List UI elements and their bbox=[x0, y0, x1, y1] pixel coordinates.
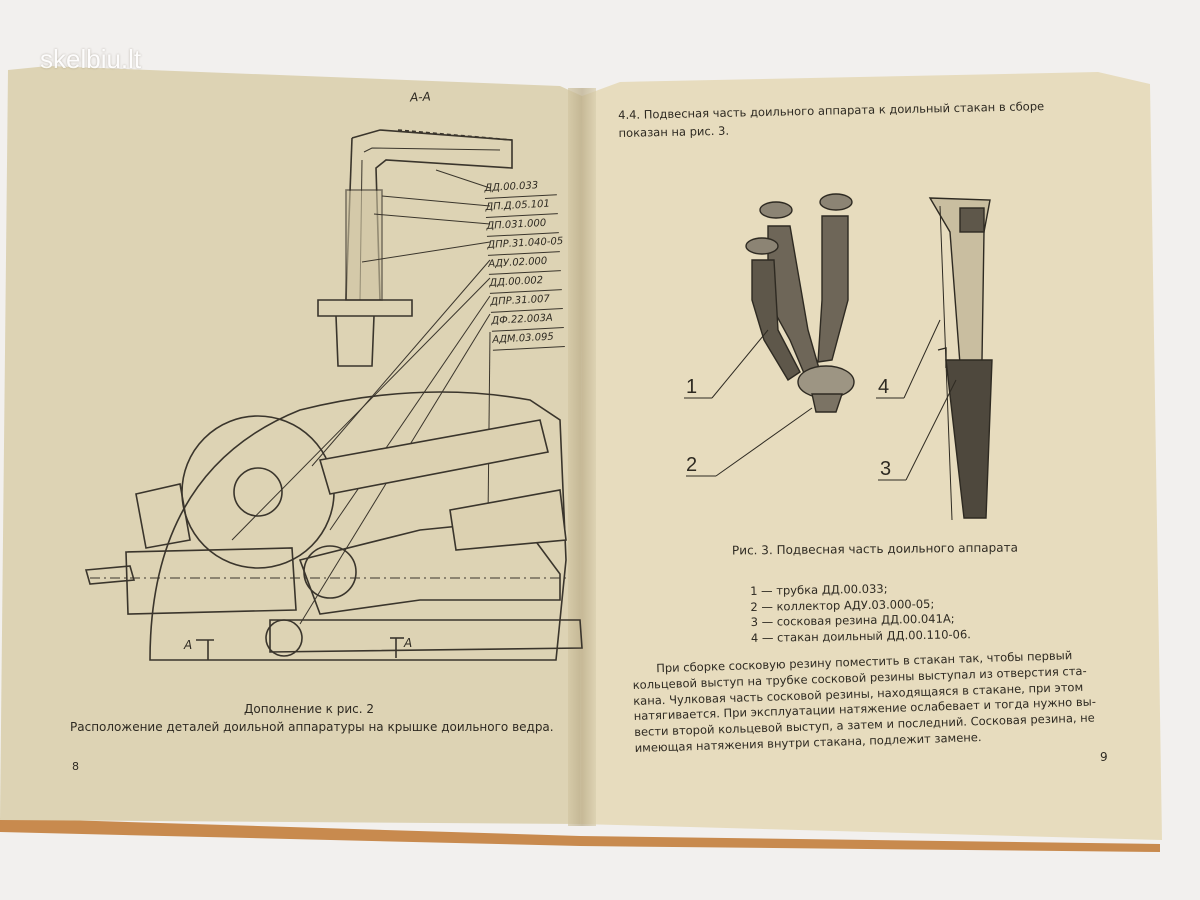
figure2-caption-text: Расположение деталей доильной аппаратуры… bbox=[70, 720, 554, 734]
figure-label-4: 4 bbox=[878, 376, 890, 398]
milking-cluster-drawing bbox=[745, 193, 855, 413]
figure-label-3: 3 bbox=[880, 458, 892, 480]
section-mark-left: А bbox=[184, 638, 193, 652]
page-number-left: 8 bbox=[72, 760, 79, 773]
part-code: АДМ.03.095 bbox=[491, 328, 565, 351]
figure-label-2: 2 bbox=[686, 454, 698, 476]
watermark-logo: skelbiu.lt bbox=[40, 44, 142, 74]
figure-label-1: 1 bbox=[686, 376, 698, 398]
left-page bbox=[0, 66, 582, 824]
right-page bbox=[580, 72, 1162, 840]
figure2-caption-title: Дополнение к рис. 2 bbox=[244, 702, 374, 716]
milking-cup-drawing bbox=[928, 197, 993, 521]
figure3-caption: Рис. 3. Подвесная часть доильного аппара… bbox=[731, 540, 1019, 558]
page-gutter bbox=[568, 88, 596, 826]
booklet-cover-edge bbox=[0, 818, 1160, 852]
part-code-list: ДД.00.033 ДП.Д.05.101 ДП.031.000 ДПР.31.… bbox=[484, 176, 565, 351]
section-mark-right: А bbox=[404, 636, 413, 650]
page-number-right: 9 bbox=[1100, 750, 1108, 764]
assembly-instructions-paragraph: При сборке сосковую резину поместить в с… bbox=[632, 647, 1115, 757]
figure3-leader-lines bbox=[684, 319, 957, 481]
figure3-legend: 1 — трубка ДД.00.033; 2 — коллектор АДУ.… bbox=[750, 580, 971, 646]
section-view-drawing bbox=[317, 129, 513, 367]
lid-assembly-drawing bbox=[84, 391, 583, 661]
section-label: А-А bbox=[409, 89, 432, 105]
